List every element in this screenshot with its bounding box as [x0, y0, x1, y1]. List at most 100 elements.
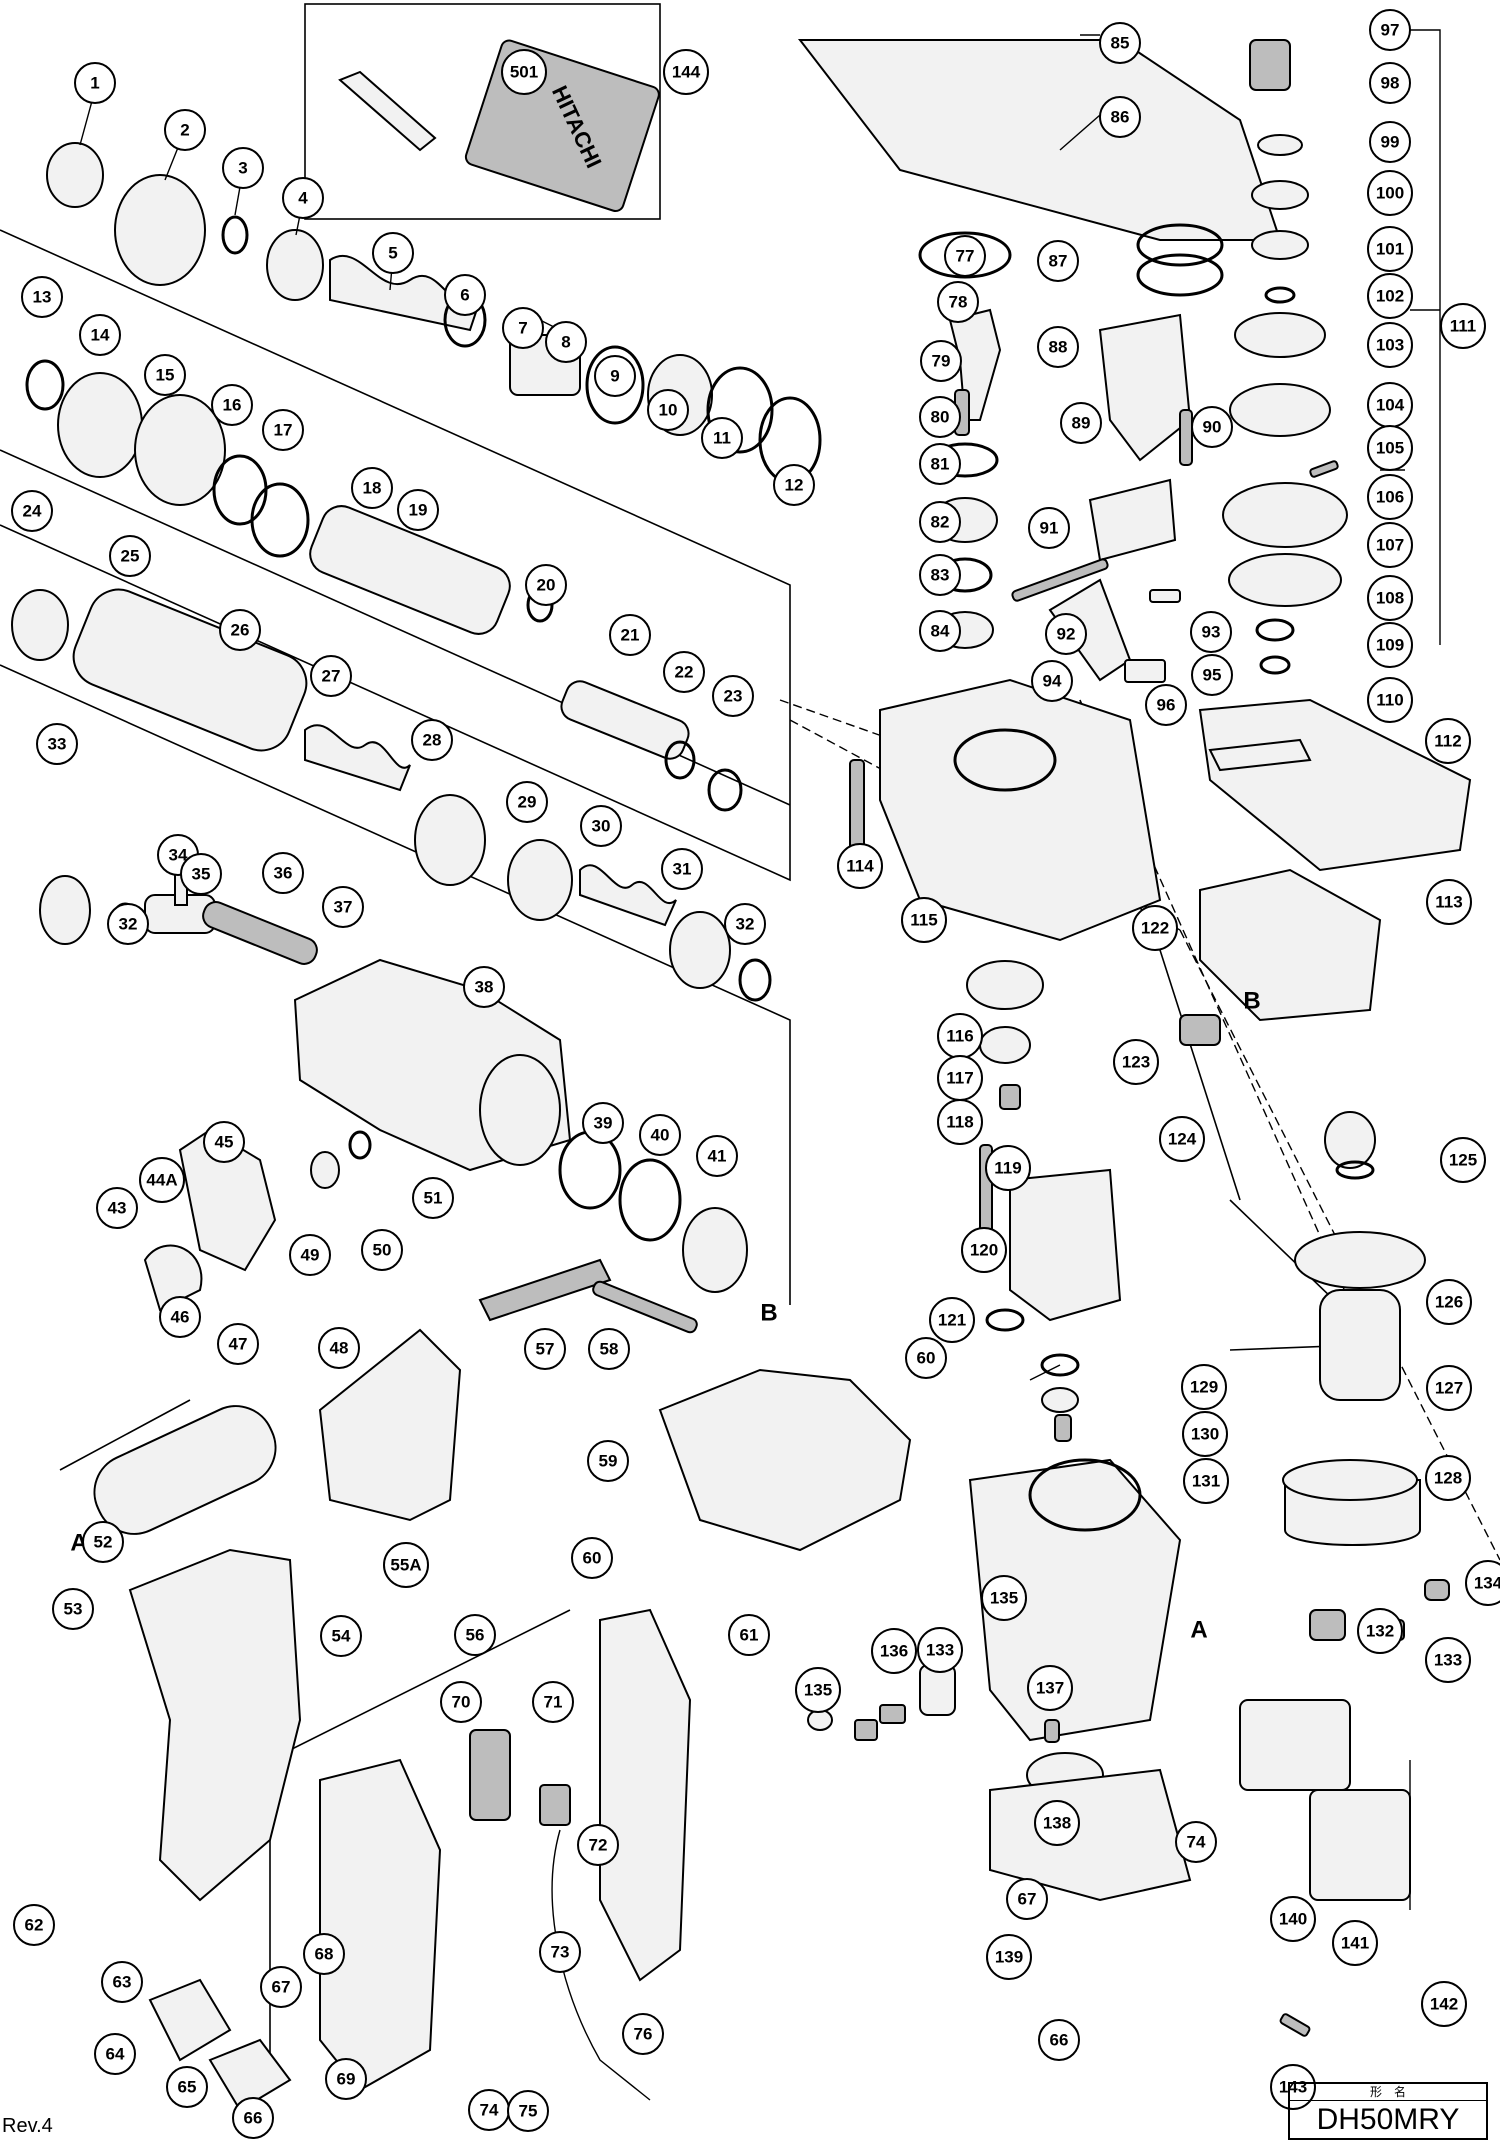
part-shapes: HITACHI — [11, 39, 1472, 2112]
callout-label-71: 71 — [544, 1693, 563, 1712]
callout-circle — [289, 1234, 331, 1276]
callout-label-133: 133 — [1434, 1651, 1462, 1670]
callout-circle — [545, 321, 587, 363]
callout-label-27: 27 — [322, 667, 341, 686]
callout-label-96: 96 — [1157, 696, 1176, 715]
callout-label-37: 37 — [334, 898, 353, 917]
callout-label-14: 14 — [91, 326, 110, 345]
callout-label-75: 75 — [519, 2102, 538, 2121]
callout-label-2: 2 — [180, 121, 189, 140]
callout-circle — [937, 281, 979, 323]
callout-circle — [1426, 1365, 1472, 1411]
callout-circle — [1425, 1455, 1471, 1501]
callout-label-109: 109 — [1376, 636, 1404, 655]
callout-circle — [440, 1681, 482, 1723]
callout-label-108: 108 — [1376, 589, 1404, 608]
callout-circle — [525, 564, 567, 606]
callout-label-20: 20 — [537, 576, 556, 595]
callout-circle — [1175, 1821, 1217, 1863]
callout-label-16: 16 — [223, 396, 242, 415]
callout-circle — [1367, 226, 1413, 272]
callout-circle — [1369, 62, 1411, 104]
callout-circle — [582, 1102, 624, 1144]
callout-label-91: 91 — [1040, 519, 1059, 538]
callout-circle — [588, 1328, 630, 1370]
marker-a-right: A — [1190, 1617, 1207, 1644]
callout-label-127: 127 — [1435, 1379, 1463, 1398]
callout-circle — [411, 719, 453, 761]
callout-label-4: 4 — [298, 189, 308, 208]
callout-circle — [795, 1667, 841, 1713]
callout-label-114: 114 — [846, 857, 874, 876]
callout-label-104: 104 — [1376, 396, 1405, 415]
callout-circle — [94, 2033, 136, 2075]
callout-label-99: 99 — [1381, 133, 1400, 152]
callout-circle — [871, 1628, 917, 1674]
callout-circle — [663, 49, 709, 95]
callout-circle — [920, 340, 962, 382]
callout-label-15: 15 — [156, 366, 175, 385]
callout-label-119: 119 — [994, 1159, 1021, 1178]
callout-label-67: 67 — [272, 1978, 291, 1997]
callout-group: 1234567891011121314151617181920212223242… — [11, 9, 1500, 2139]
callout-label-41: 41 — [708, 1147, 727, 1166]
callout-circle — [211, 384, 253, 426]
callout-label-106: 106 — [1376, 488, 1404, 507]
callout-circle — [986, 1934, 1032, 1980]
callout-label-70: 70 — [452, 1693, 471, 1712]
callout-circle — [159, 1296, 201, 1338]
callout-label-97: 97 — [1381, 21, 1400, 40]
callout-label-50: 50 — [373, 1241, 392, 1260]
callout-label-77: 77 — [956, 247, 975, 266]
callout-circle — [1367, 677, 1413, 723]
callout-label-88: 88 — [1049, 338, 1068, 357]
callout-label-76: 76 — [634, 2025, 653, 2044]
callout-label-89: 89 — [1072, 414, 1091, 433]
callout-circle — [219, 609, 261, 651]
callout-label-93: 93 — [1202, 623, 1221, 642]
callout-label-32: 32 — [119, 915, 138, 934]
callout-label-131: 131 — [1192, 1472, 1220, 1491]
callout-circle — [82, 1521, 124, 1563]
callout-circle — [260, 1966, 302, 2008]
callout-circle — [1037, 326, 1079, 368]
callout-label-63: 63 — [113, 1973, 132, 1992]
callout-label-65: 65 — [178, 2078, 197, 2097]
callout-label-101: 101 — [1376, 240, 1404, 259]
callout-label-69: 69 — [337, 2070, 356, 2089]
callout-circle — [1367, 322, 1413, 368]
callout-label-117: 117 — [946, 1069, 973, 1088]
callout-label-105: 105 — [1376, 439, 1404, 458]
callout-circle — [52, 1588, 94, 1630]
callout-circle — [164, 109, 206, 151]
callout-circle — [21, 276, 63, 318]
callout-circle — [622, 2013, 664, 2055]
callout-circle — [981, 1575, 1027, 1621]
callout-label-57: 57 — [536, 1340, 555, 1359]
callout-circle — [1270, 2064, 1316, 2110]
callout-label-61: 61 — [740, 1626, 759, 1645]
callout-label-54: 54 — [332, 1627, 351, 1646]
callout-label-115: 115 — [910, 911, 937, 930]
callout-circle — [905, 1337, 947, 1379]
callout-circle — [524, 1328, 566, 1370]
callout-circle — [322, 886, 364, 928]
callout-circle — [1191, 654, 1233, 696]
callout-circle — [594, 355, 636, 397]
callout-circle — [944, 235, 986, 277]
callout-label-24: 24 — [23, 502, 42, 521]
callout-label-90: 90 — [1203, 418, 1222, 437]
model-title-block: 形 名 DH50MRY — [1288, 2082, 1488, 2140]
callout-circle — [647, 389, 689, 431]
revision-label: Rev.4 — [2, 2115, 53, 2137]
callout-circle — [1425, 718, 1471, 764]
callout-circle — [532, 1681, 574, 1723]
callout-label-78: 78 — [949, 293, 968, 312]
callout-label-129: 129 — [1190, 1378, 1218, 1397]
callout-circle — [919, 554, 961, 596]
callout-label-18: 18 — [363, 479, 382, 498]
callout-circle — [1191, 406, 1233, 448]
callout-label-112: 112 — [1434, 732, 1461, 751]
callout-label-60: 60 — [583, 1549, 602, 1568]
